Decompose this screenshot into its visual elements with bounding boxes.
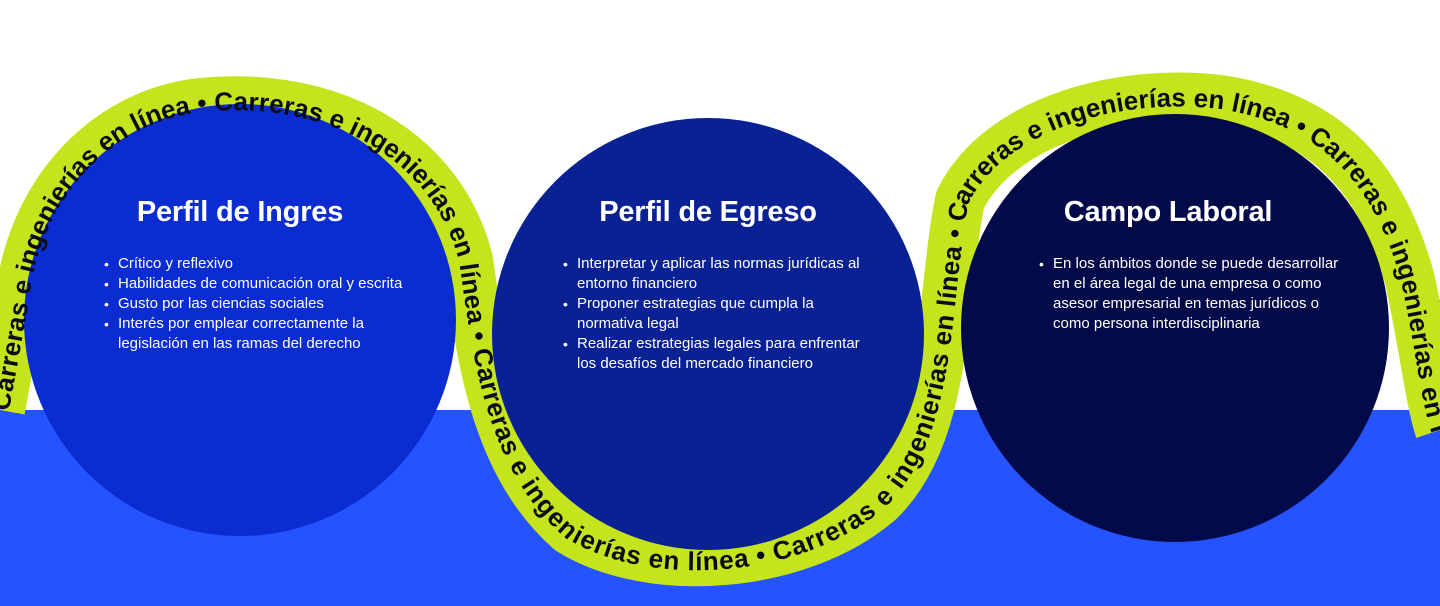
circle-perfil-egreso (492, 118, 924, 550)
circle-perfil-ingreso (24, 104, 456, 536)
circle-campo-laboral (961, 114, 1389, 542)
